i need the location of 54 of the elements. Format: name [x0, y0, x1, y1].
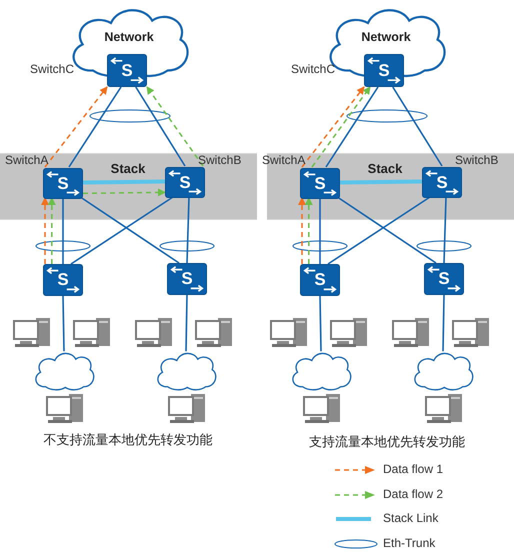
switch-box: S: [167, 263, 207, 295]
data-flow-arrow: [82, 188, 166, 196]
link-line: [70, 196, 174, 265]
switch-box: S: [300, 264, 340, 296]
switch-box: S: [165, 167, 205, 198]
device-label: SwitchB: [198, 153, 242, 167]
link-line: [392, 86, 443, 166]
data-flow-arrow: [298, 197, 306, 264]
device-label: SwitchA: [5, 153, 48, 167]
link-line: [135, 86, 186, 166]
cloud-label: Network: [104, 30, 154, 44]
device-label: SwitchA: [262, 153, 306, 167]
link-line: [338, 197, 436, 264]
link-line: [68, 86, 122, 168]
band-title: Stack: [110, 161, 146, 176]
legend-text: Data flow 1: [383, 462, 444, 476]
link-line: [81, 197, 180, 264]
link-line: [443, 196, 447, 264]
data-flow-arrow: [311, 86, 371, 168]
data-flow-arrow: [301, 86, 365, 168]
device-label: SwitchC: [30, 62, 74, 76]
switch-box: S: [364, 54, 404, 87]
legend-text: Eth-Trunk: [383, 536, 436, 550]
data-flow-arrow: [48, 197, 56, 264]
legend-text: Stack Link: [383, 511, 438, 525]
link-line: [442, 294, 445, 352]
data-flow-arrow: [44, 86, 108, 168]
caption-text: 不支持流量本地优先转发功能: [44, 431, 212, 449]
stack-band: [0, 153, 257, 220]
link-line: [185, 294, 188, 352]
link-line: [62, 296, 65, 352]
cloud-label: Network: [361, 30, 411, 44]
device-label: SwitchC: [291, 62, 336, 76]
switch-box: S: [43, 264, 83, 296]
stack-link: [82, 180, 166, 184]
stack-link: [340, 180, 422, 184]
switch-box: S: [422, 167, 462, 198]
data-flow-arrow: [41, 197, 49, 264]
device-label: SwitchB: [455, 153, 498, 167]
data-flow-arrow: [146, 86, 204, 166]
link-line: [319, 198, 321, 264]
caption-text: 支持流量本地优先转发功能: [309, 433, 465, 451]
switch-box: S: [43, 168, 83, 199]
link-line: [62, 198, 64, 264]
link-line: [325, 86, 379, 168]
switch-box: S: [424, 263, 464, 295]
data-flow-arrow: [304, 197, 313, 264]
switch-box: S: [107, 54, 147, 87]
legend-text: Data flow 2: [383, 486, 444, 500]
link-line: [186, 196, 190, 264]
link-line: [319, 296, 322, 352]
switch-box: S: [300, 168, 340, 199]
band-title: Stack: [368, 161, 402, 176]
link-line: [328, 196, 430, 265]
